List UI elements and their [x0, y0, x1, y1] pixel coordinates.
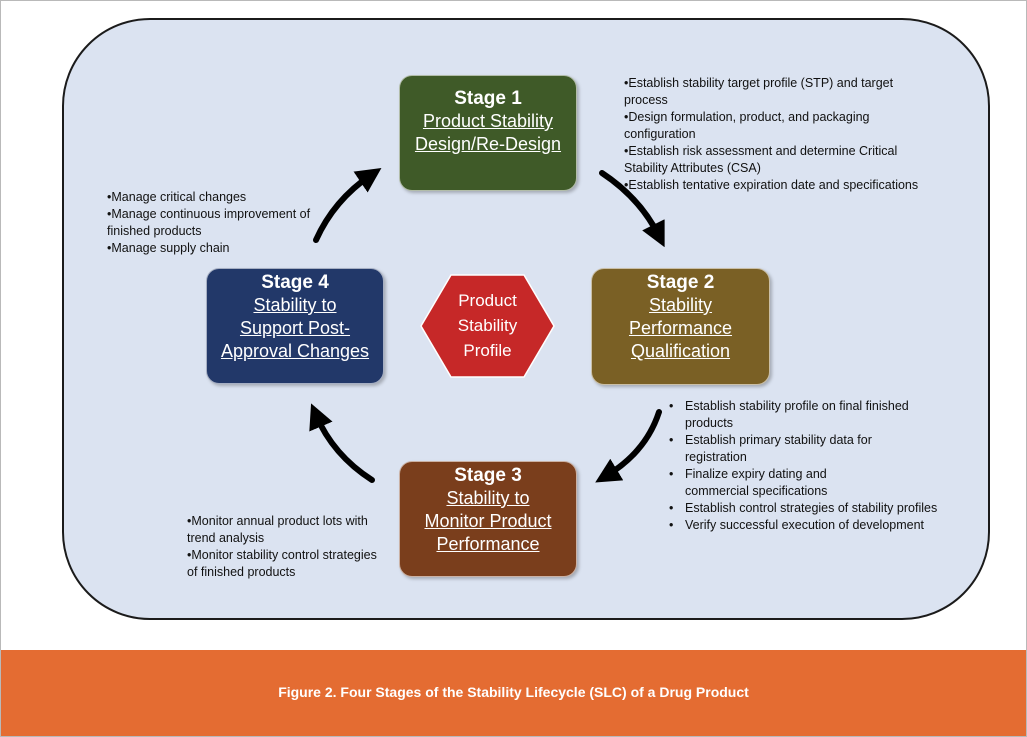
note-line: •Monitor annual product lots with	[187, 514, 368, 528]
stage-1-notes: •Establish stability target profile (STP…	[624, 75, 954, 194]
note-line: •Manage continuous improvement of	[107, 207, 311, 221]
stage-2-heading: Stage 2	[646, 272, 715, 293]
stage-4-heading: Stage 4	[261, 272, 329, 293]
stage-4-name-line: Support Post-	[239, 318, 351, 338]
stage-2-notes: • Establish stability profile on final f…	[669, 398, 969, 534]
stage-2-name-line: Qualification	[630, 341, 731, 361]
note-line: •Monitor stability control strategies	[187, 548, 377, 562]
stage-4-name-line: Stability to	[253, 295, 337, 315]
stage-3-name-line: Performance	[436, 534, 540, 554]
note-line: •Design formulation, product, and packag…	[624, 110, 870, 124]
note-line: •Establish stability target profile (STP…	[624, 76, 894, 90]
note-line: Finalize expiry dating and	[685, 467, 827, 481]
bullet-dot: •	[669, 467, 674, 481]
center-label: Product Stability Profile	[419, 288, 556, 363]
note-line: Establish stability profile on final fin…	[685, 399, 909, 413]
stage-3-heading: Stage 3	[454, 465, 522, 486]
center-label-line: Stability	[457, 316, 518, 335]
note-line: commercial specifications	[685, 484, 828, 498]
note-item: • Establish stability profile on final f…	[669, 398, 969, 432]
note-line: Establish control strategies of stabilit…	[685, 501, 938, 515]
note-item: • Establish control strategies of stabil…	[669, 500, 969, 517]
caption-bar: Figure 2. Four Stages of the Stability L…	[1, 650, 1026, 736]
stage-3-box: Stage 3 Stability to Monitor Product Per…	[399, 461, 577, 577]
stage-2-name-line: Performance	[628, 318, 733, 338]
center-hexagon	[420, 274, 555, 378]
bullet-dot: •	[669, 501, 674, 515]
stage-4-notes: •Manage critical changes •Manage continu…	[107, 189, 347, 257]
cycle-arrows	[309, 167, 665, 483]
arrow-stage1-to-stage2	[599, 170, 665, 248]
center-label-line: Profile	[463, 341, 512, 360]
note-item: • Establish primary stability data for r…	[669, 432, 969, 466]
stage-4-box: Stage 4 Stability to Support Post- Appro…	[206, 268, 384, 384]
figure-caption: Figure 2. Four Stages of the Stability L…	[278, 684, 749, 700]
center-label-line: Product	[458, 291, 517, 310]
note-line: process	[624, 93, 668, 107]
bullet-dot: •	[669, 433, 674, 447]
stage-4-name-line: Approval Changes	[220, 341, 370, 361]
stage-2-box: Stage 2 Stability Performance Qualificat…	[591, 268, 770, 385]
note-line: products	[685, 416, 733, 430]
note-line: of finished products	[187, 565, 296, 579]
stage-3-notes: •Monitor annual product lots with trend …	[187, 513, 402, 581]
stage-1-name-line: Design/Re-Design	[414, 134, 562, 154]
stage-1-box: Stage 1 Product Stability Design/Re-Desi…	[399, 75, 577, 191]
note-line: •Establish tentative expiration date and…	[624, 178, 919, 192]
arrow-stage2-to-stage3	[595, 409, 662, 483]
note-line: configuration	[624, 127, 696, 141]
stage-1-heading: Stage 1	[454, 88, 522, 109]
bullet-dot: •	[669, 518, 674, 532]
note-line: •Manage critical changes	[107, 190, 247, 204]
note-line: Establish primary stability data for	[685, 433, 872, 447]
stage-2-name-line: Stability	[648, 295, 713, 315]
note-line: •Manage supply chain	[107, 241, 230, 255]
note-line: Verify successful execution of developme…	[685, 518, 925, 532]
note-line: Stability Attributes (CSA)	[624, 161, 761, 175]
arrow-stage3-to-stage4	[309, 403, 375, 483]
note-item: • Verify successful execution of develop…	[669, 517, 969, 534]
note-line: registration	[685, 450, 747, 464]
stage-3-name-line: Monitor Product	[424, 511, 552, 531]
stage-3-name-line: Stability to	[446, 488, 530, 508]
bullet-dot: •	[669, 399, 674, 413]
stage-1-name-line: Product Stability	[422, 111, 554, 131]
arrow-stage4-to-stage1	[313, 167, 382, 243]
note-line: finished products	[107, 224, 202, 238]
note-line: •Establish risk assessment and determine…	[624, 144, 898, 158]
note-line: trend analysis	[187, 531, 265, 545]
note-item: • Finalize expiry dating and commercial …	[669, 466, 969, 500]
